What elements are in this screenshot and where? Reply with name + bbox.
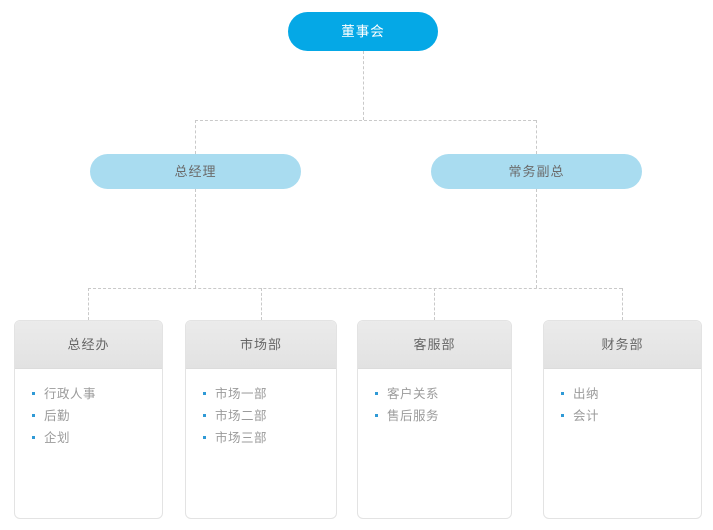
department-title: 总经办	[15, 321, 162, 369]
connector-general-manager-drop	[195, 189, 196, 288]
list-item[interactable]: 市场二部	[202, 405, 336, 427]
department-title: 客服部	[358, 321, 511, 369]
connector-to-dept-3	[434, 288, 435, 320]
list-item-label: 市场二部	[215, 409, 268, 423]
connector-to-vice-president	[536, 120, 537, 154]
list-item-label: 出纳	[573, 387, 600, 401]
node-board-of-directors[interactable]: 董事会	[288, 12, 438, 51]
connector-vice-president-drop	[536, 189, 537, 288]
list-item[interactable]: 行政人事	[31, 383, 162, 405]
connector-to-dept-1	[88, 288, 89, 320]
list-item[interactable]: 售后服务	[374, 405, 511, 427]
bullet-icon	[32, 436, 35, 439]
department-card-customer-service[interactable]: 客服部 客户关系 售后服务	[357, 320, 512, 519]
connector-level2-bus	[195, 120, 536, 121]
department-title: 财务部	[544, 321, 701, 369]
bullet-icon	[375, 392, 378, 395]
list-item-label: 企划	[44, 431, 71, 445]
list-item-label: 行政人事	[44, 387, 97, 401]
list-item[interactable]: 后勤	[31, 405, 162, 427]
list-item[interactable]: 出纳	[560, 383, 701, 405]
bullet-icon	[561, 414, 564, 417]
list-item-label: 后勤	[44, 409, 71, 423]
list-item-label: 售后服务	[387, 409, 440, 423]
department-item-list: 行政人事 后勤 企划	[15, 369, 162, 449]
list-item-label: 客户关系	[387, 387, 440, 401]
department-title: 市场部	[186, 321, 336, 369]
node-general-manager[interactable]: 总经理	[90, 154, 301, 189]
bullet-icon	[32, 392, 35, 395]
connector-department-bus	[88, 288, 622, 289]
bullet-icon	[203, 392, 206, 395]
list-item[interactable]: 客户关系	[374, 383, 511, 405]
list-item[interactable]: 企划	[31, 427, 162, 449]
list-item-label: 市场一部	[215, 387, 268, 401]
department-item-list: 市场一部 市场二部 市场三部	[186, 369, 336, 449]
bullet-icon	[375, 414, 378, 417]
department-card-marketing[interactable]: 市场部 市场一部 市场二部 市场三部	[185, 320, 337, 519]
department-item-list: 出纳 会计	[544, 369, 701, 427]
bullet-icon	[32, 414, 35, 417]
connector-root-stem	[363, 51, 364, 120]
bullet-icon	[203, 414, 206, 417]
node-vice-president[interactable]: 常务副总	[431, 154, 642, 189]
connector-to-general-manager	[195, 120, 196, 154]
connector-to-dept-2	[261, 288, 262, 320]
list-item-label: 会计	[573, 409, 600, 423]
bullet-icon	[561, 392, 564, 395]
connector-to-dept-4	[622, 288, 623, 320]
bullet-icon	[203, 436, 206, 439]
department-card-finance[interactable]: 财务部 出纳 会计	[543, 320, 702, 519]
department-item-list: 客户关系 售后服务	[358, 369, 511, 427]
list-item[interactable]: 会计	[560, 405, 701, 427]
department-card-general-office[interactable]: 总经办 行政人事 后勤 企划	[14, 320, 163, 519]
list-item[interactable]: 市场三部	[202, 427, 336, 449]
list-item[interactable]: 市场一部	[202, 383, 336, 405]
list-item-label: 市场三部	[215, 431, 268, 445]
